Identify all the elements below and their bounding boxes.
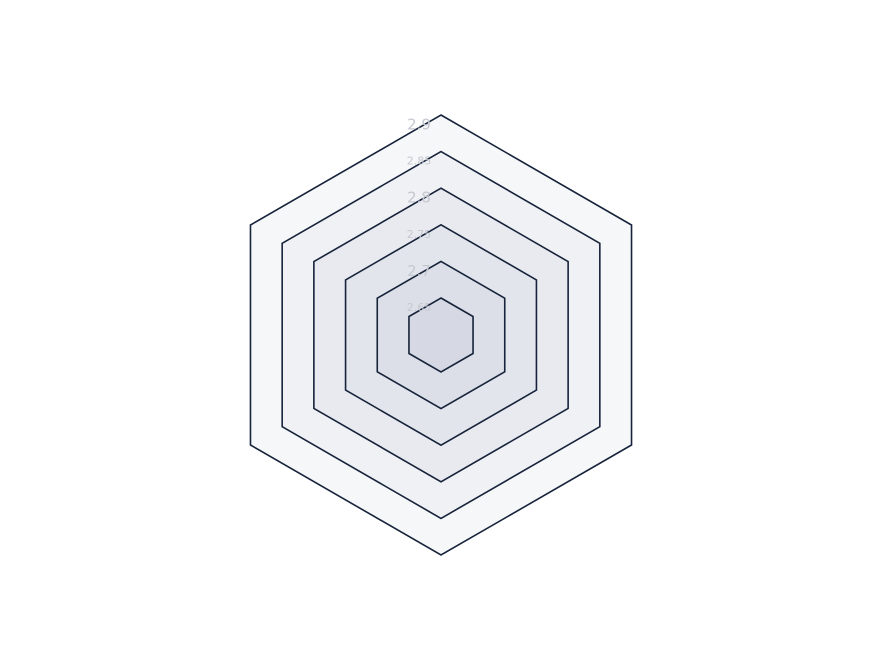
- radial-tick-label: 2.7: [407, 262, 431, 280]
- radial-tick-label: 2.65: [407, 301, 432, 314]
- radar-grid-rings: [249, 114, 633, 556]
- radial-tick-label: 2.9: [407, 116, 431, 134]
- radial-tick-label: 2.8: [407, 189, 431, 207]
- radar-ring-2-65: [408, 297, 474, 373]
- radial-tick-label: 2.75: [407, 228, 432, 241]
- radial-tick-label: 2.85: [407, 155, 432, 168]
- radial-tick-labels: 2.65 2.7 2.75 2.8 2.85 2.9: [407, 116, 432, 315]
